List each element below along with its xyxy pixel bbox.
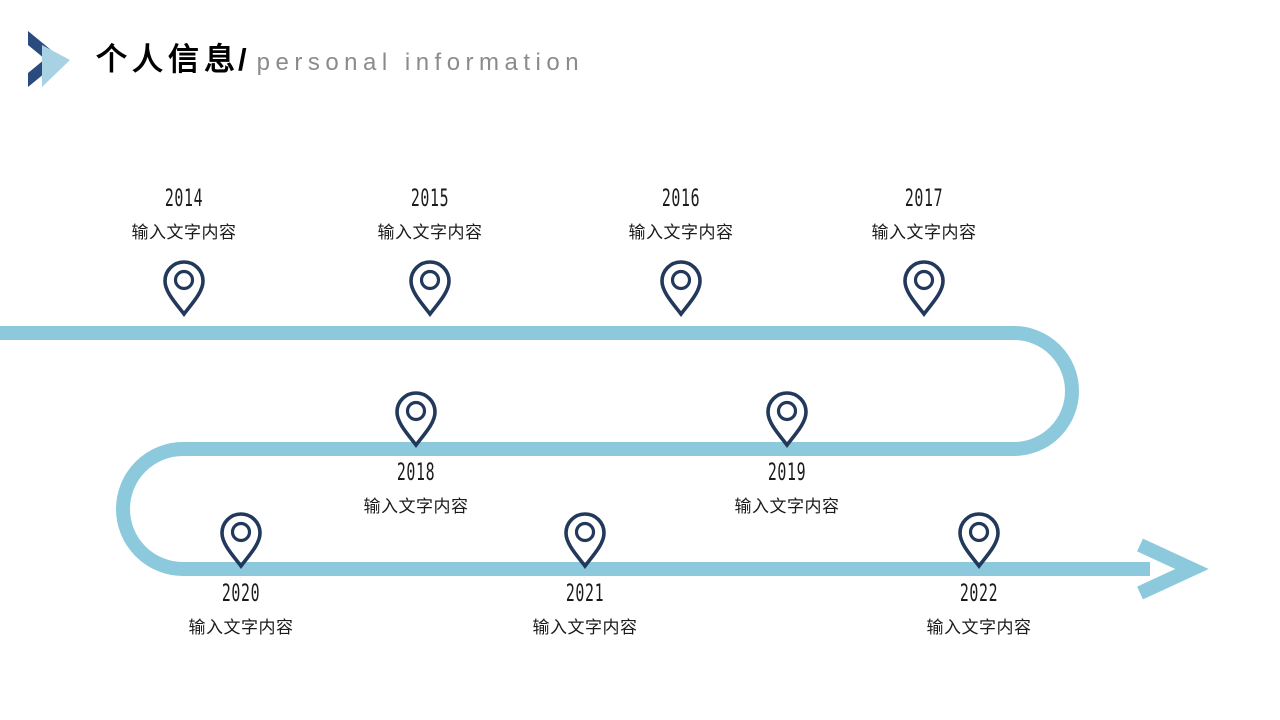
map-pin-icon (163, 260, 205, 317)
milestone-desc: 输入文字内容 (377, 223, 483, 242)
milestone-2020[interactable]: 2020 输入文字内容 (131, 511, 351, 636)
milestone-desc: 输入文字内容 (734, 497, 840, 516)
milestone-desc: 输入文字内容 (926, 618, 1032, 637)
title-separator: / (238, 42, 247, 77)
milestone-year: 2018 (396, 458, 436, 486)
page-header: 个人信息/ personal information (0, 0, 1280, 118)
milestone-desc: 输入文字内容 (628, 223, 734, 242)
map-pin-icon (958, 512, 1000, 569)
map-pin-icon (395, 391, 437, 448)
milestone-year: 2021 (565, 579, 605, 607)
milestone-2016[interactable]: 2016 输入文字内容 (571, 186, 791, 317)
milestone-2022[interactable]: 2022 输入文字内容 (869, 511, 1089, 636)
page-title-cn: 个人信息 (96, 42, 240, 77)
map-pin-icon (220, 512, 262, 569)
milestone-year: 2017 (904, 184, 944, 212)
milestone-desc: 输入文字内容 (131, 223, 237, 242)
milestone-year: 2015 (410, 184, 450, 212)
milestone-2014[interactable]: 2014 输入文字内容 (74, 186, 294, 317)
map-pin-icon (766, 391, 808, 448)
milestone-2015[interactable]: 2015 输入文字内容 (320, 186, 540, 317)
milestone-desc: 输入文字内容 (363, 497, 469, 516)
milestone-year: 2014 (164, 184, 204, 212)
milestone-2019[interactable]: 2019 输入文字内容 (677, 390, 897, 515)
milestone-year: 2019 (767, 458, 807, 486)
page-title-en: personal information (256, 49, 585, 76)
page-title: 个人信息/ personal information (96, 42, 584, 78)
milestone-desc: 输入文字内容 (188, 618, 294, 637)
map-pin-icon (660, 260, 702, 317)
milestone-2017[interactable]: 2017 输入文字内容 (814, 186, 1034, 317)
double-arrow-logo (26, 29, 74, 91)
milestone-year: 2022 (959, 579, 999, 607)
milestone-desc: 输入文字内容 (532, 618, 638, 637)
milestone-desc: 输入文字内容 (871, 223, 977, 242)
milestone-2021[interactable]: 2021 输入文字内容 (475, 511, 695, 636)
map-pin-icon (564, 512, 606, 569)
map-pin-icon (409, 260, 451, 317)
milestone-year: 2016 (661, 184, 701, 212)
milestone-2018[interactable]: 2018 输入文字内容 (306, 390, 526, 515)
milestone-year: 2020 (221, 579, 261, 607)
map-pin-icon (903, 260, 945, 317)
